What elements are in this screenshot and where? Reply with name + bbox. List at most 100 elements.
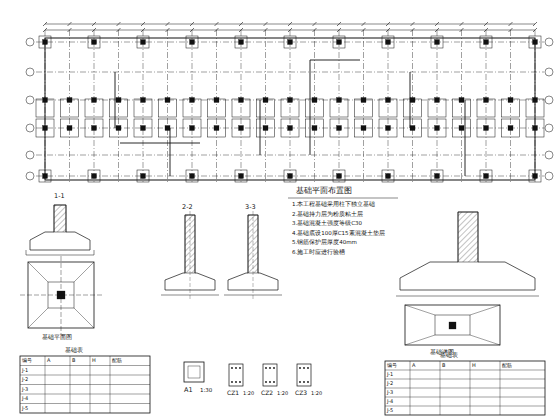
axis-bubble xyxy=(545,172,553,180)
drawing-rect xyxy=(410,126,415,131)
axis-bubble xyxy=(26,68,34,76)
drawing-line xyxy=(190,22,194,26)
drawing-rect xyxy=(508,98,513,103)
drawing-line xyxy=(509,28,513,32)
drawing-line xyxy=(20,365,150,366)
drawing-line xyxy=(45,356,46,413)
detail-title: 基础平面图 xyxy=(42,334,72,340)
drawing-rect xyxy=(54,205,66,232)
drawing-line xyxy=(94,30,95,184)
note-line: 4.基础底设100厚C15素混凝土垫层 xyxy=(292,231,385,237)
drawing-rect xyxy=(137,36,149,48)
drawing-rect xyxy=(39,36,51,48)
drawing-rect xyxy=(20,356,150,413)
drawing-line xyxy=(264,28,268,32)
drawing-line xyxy=(435,28,439,32)
drawing-rect xyxy=(92,174,97,179)
drawing-rect xyxy=(190,174,195,179)
rebar-dot xyxy=(231,367,233,369)
drawing-rect xyxy=(333,170,345,182)
drawing-rect xyxy=(361,98,366,103)
drawing-line xyxy=(143,30,144,184)
drawing-rect xyxy=(385,361,545,415)
drawing-rect xyxy=(386,40,391,45)
scale-note: 1:20 xyxy=(277,391,288,396)
drawing-line xyxy=(74,262,94,282)
drawing-line xyxy=(117,28,121,32)
drawing-rect xyxy=(239,98,244,103)
table-cell: J-3 xyxy=(387,390,393,395)
drawing-rect xyxy=(159,119,177,137)
table-cell: J-4 xyxy=(22,396,28,401)
drawing-line xyxy=(264,22,268,26)
drawing-rect xyxy=(533,40,538,45)
drawing-rect xyxy=(88,170,100,182)
drawing-rect xyxy=(116,126,121,131)
drawing-line xyxy=(339,30,340,184)
drawing-line xyxy=(110,356,111,413)
drawing-rect xyxy=(190,40,195,45)
drawing-rect xyxy=(386,174,391,179)
drawing-rect xyxy=(257,119,275,137)
table-title: 基础表 xyxy=(65,348,83,354)
drawing-line xyxy=(43,22,47,26)
drawing-line xyxy=(215,22,219,26)
drawing-line xyxy=(288,28,292,32)
drawing-line xyxy=(288,22,292,26)
table-cell: J-4 xyxy=(387,399,393,404)
section-mark: 2-2 xyxy=(182,204,193,211)
note-line: 1.本工程基础采用柱下独立基础 xyxy=(292,202,375,208)
drawing-rect xyxy=(533,174,538,179)
drawing-rect xyxy=(306,119,324,137)
table-header: B xyxy=(72,358,75,363)
rebar-dot xyxy=(273,367,275,369)
drawing-rect xyxy=(435,40,440,45)
drawing-rect xyxy=(337,40,342,45)
rebar-dot xyxy=(265,381,267,383)
drawing-line xyxy=(460,22,464,26)
drawing-rect xyxy=(459,98,464,103)
axis-bubble xyxy=(545,96,553,104)
drawing-line xyxy=(385,406,545,407)
drawing-rect xyxy=(186,170,198,182)
rebar-dot xyxy=(299,381,301,383)
drawing-rect xyxy=(484,40,489,45)
drawing-rect xyxy=(165,98,170,103)
drawing-rect xyxy=(480,36,492,48)
drawing-line xyxy=(92,28,96,32)
drawing-rect xyxy=(312,126,317,131)
drawing-rect xyxy=(288,174,293,179)
drawing-line xyxy=(170,128,171,176)
drawing-rect xyxy=(484,98,489,103)
drawing-line xyxy=(166,22,170,26)
drawing-rect xyxy=(263,364,277,386)
drawing-rect xyxy=(141,126,146,131)
drawing-rect xyxy=(239,40,244,45)
drawing-rect xyxy=(502,119,520,137)
rebar-dot xyxy=(299,367,301,369)
drawing-rect xyxy=(36,119,54,137)
drawing-line xyxy=(385,379,545,380)
drawing-rect xyxy=(208,119,226,137)
drawing-rect xyxy=(235,36,247,48)
rebar-dot xyxy=(231,381,233,383)
drawing-line xyxy=(465,100,466,176)
drawing-rect xyxy=(404,119,422,137)
drawing-line xyxy=(310,60,311,155)
drawing-line xyxy=(313,22,317,26)
drawing-line xyxy=(26,255,94,256)
drawing-line xyxy=(470,305,500,315)
table-cell: J-5 xyxy=(22,406,28,411)
drawing-line xyxy=(69,30,70,184)
drawing-line xyxy=(385,388,545,389)
drawing-line xyxy=(68,22,72,26)
footing-outline xyxy=(400,212,535,290)
drawing-line xyxy=(484,22,488,26)
table-header: H xyxy=(472,363,476,368)
drawing-rect xyxy=(526,119,544,137)
drawing-rect xyxy=(382,36,394,48)
detail-mark: A1 xyxy=(184,387,193,394)
drawing-line xyxy=(61,256,62,334)
table-header: 配筋 xyxy=(112,358,122,363)
